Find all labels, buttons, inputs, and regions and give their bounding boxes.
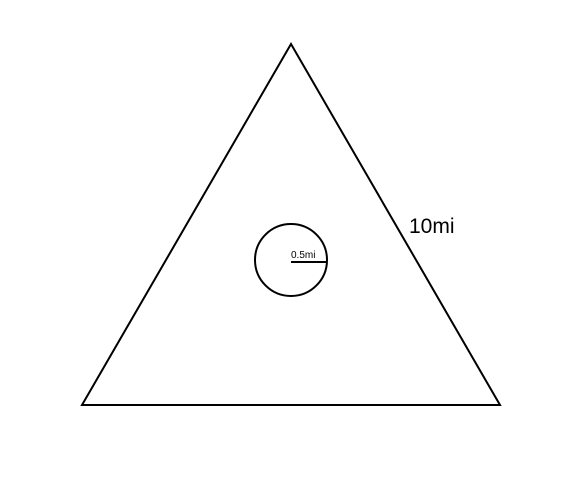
- inner-circle: [254, 223, 328, 297]
- side-length-label: 10mi: [409, 215, 455, 238]
- equilateral-triangle: [80, 42, 502, 406]
- radius-label: 0.5mi: [291, 250, 315, 261]
